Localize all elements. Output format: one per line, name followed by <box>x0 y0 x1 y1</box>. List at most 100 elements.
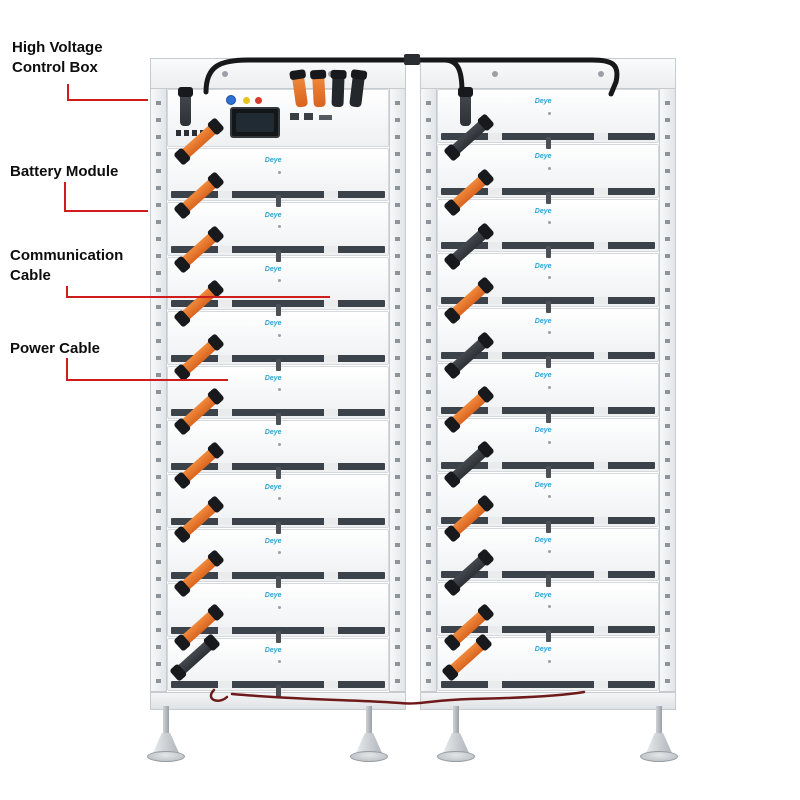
battery-module: Deye <box>437 637 659 691</box>
module-handle-strip <box>441 680 655 688</box>
brand-logo: Deye <box>534 536 552 544</box>
module-handle-strip <box>171 681 385 689</box>
leader-line-power-cable-h <box>66 379 228 381</box>
communication-cable-connector <box>458 87 473 126</box>
module-vent-dot <box>548 440 551 444</box>
brand-logo: Deye <box>534 481 552 489</box>
rack-foot <box>434 706 478 772</box>
module-junction-clip <box>276 195 281 208</box>
label-battery-module: Battery Module <box>10 163 119 180</box>
module-handle-strip <box>441 461 655 469</box>
module-vent-dot <box>548 550 551 554</box>
module-handle-strip <box>441 571 655 579</box>
brand-logo: Deye <box>264 483 282 491</box>
brand-logo: Deye <box>534 262 552 270</box>
foot-pad <box>640 751 678 762</box>
module-vent-dot <box>548 166 551 170</box>
module-vent-dot <box>278 388 281 392</box>
foot-stem <box>366 706 372 736</box>
module-handle-strip <box>171 409 385 417</box>
leader-line-battery-module-h <box>64 210 148 212</box>
brand-logo: Deye <box>534 98 552 106</box>
brand-logo: Deye <box>534 591 552 599</box>
module-vent-dot <box>548 659 551 663</box>
module-handle-strip <box>441 352 655 360</box>
label-high-voltage-control-box: High Voltage Control Box <box>12 39 103 76</box>
module-handle-strip <box>441 297 655 305</box>
module-vent-dot <box>278 224 281 228</box>
indicator-blue <box>226 95 236 105</box>
usb-port <box>319 115 332 120</box>
rack-top-bar <box>420 58 676 89</box>
hv-terminal-plug <box>331 74 345 108</box>
rack-rail-right <box>389 58 406 692</box>
battery-module: Deye <box>167 256 389 317</box>
module-junction-clip <box>546 246 551 259</box>
label-communication-cable: Communication Cable <box>10 247 124 284</box>
module-junction-clip <box>276 358 281 371</box>
module-handle-strip <box>441 187 655 195</box>
module-vent-dot <box>548 605 551 609</box>
brand-logo: Deye <box>534 372 552 380</box>
indicator-yellow <box>243 97 250 104</box>
rack-rail-right <box>659 58 676 692</box>
leader-line-power-cable-v <box>66 358 68 381</box>
brand-logo: Deye <box>264 538 282 546</box>
module-handle-strip <box>171 245 385 253</box>
module-handle-strip <box>171 626 385 634</box>
module-handle-strip <box>171 191 385 199</box>
leader-line-communication-cable-v <box>66 286 68 298</box>
module-vent-dot <box>278 497 281 501</box>
control-box-face <box>168 74 388 146</box>
module-handle-strip <box>441 242 655 250</box>
foot-pad <box>437 751 475 762</box>
brand-logo: Deye <box>264 646 282 654</box>
module-junction-clip <box>546 465 551 478</box>
foot-cone <box>356 733 382 753</box>
leader-line-control-box-v <box>67 84 69 101</box>
brand-logo: Deye <box>534 153 552 161</box>
module-vent-dot <box>548 111 551 115</box>
module-vent-dot <box>548 331 551 334</box>
foot-pad <box>350 751 388 762</box>
top-cable-joint <box>404 54 420 65</box>
foot-stem <box>656 706 662 736</box>
rack-rail-left <box>150 58 167 692</box>
control-box-input-plug <box>178 87 193 126</box>
module-vent-dot <box>278 333 281 337</box>
module-vent-dot <box>548 385 551 389</box>
rack-rail-left <box>420 58 437 692</box>
breaker-indicator-lights <box>176 130 206 136</box>
indicator-red <box>255 97 262 104</box>
brand-logo: Deye <box>264 429 282 437</box>
brand-logo: Deye <box>534 646 552 654</box>
module-handle-strip <box>171 517 385 525</box>
rack-foot <box>347 706 391 772</box>
module-junction-clip <box>546 356 551 369</box>
module-junction-clip <box>276 413 281 426</box>
battery-module: Deye <box>167 148 389 208</box>
module-vent-dot <box>278 551 281 555</box>
module-handle-strip <box>171 463 385 471</box>
brand-logo: Deye <box>264 374 282 382</box>
module-vent-dot <box>278 660 281 664</box>
module-junction-clip <box>546 410 551 423</box>
hv-terminal-plug <box>312 74 326 108</box>
hv-terminal-plug <box>349 74 365 108</box>
brand-logo: Deye <box>264 157 282 165</box>
battery-module: Deye <box>437 89 659 149</box>
module-handle-strip <box>441 626 655 634</box>
label-power-cable: Power Cable <box>10 340 101 357</box>
module-junction-clip <box>546 136 551 149</box>
brand-logo: Deye <box>264 320 282 328</box>
leader-line-communication-cable-h <box>66 296 330 298</box>
module-junction-clip <box>546 520 551 533</box>
comm-port <box>304 113 313 120</box>
module-junction-clip <box>276 630 281 643</box>
module-junction-clip <box>276 576 281 589</box>
module-junction-clip <box>276 467 281 480</box>
rack-foot <box>144 706 188 772</box>
